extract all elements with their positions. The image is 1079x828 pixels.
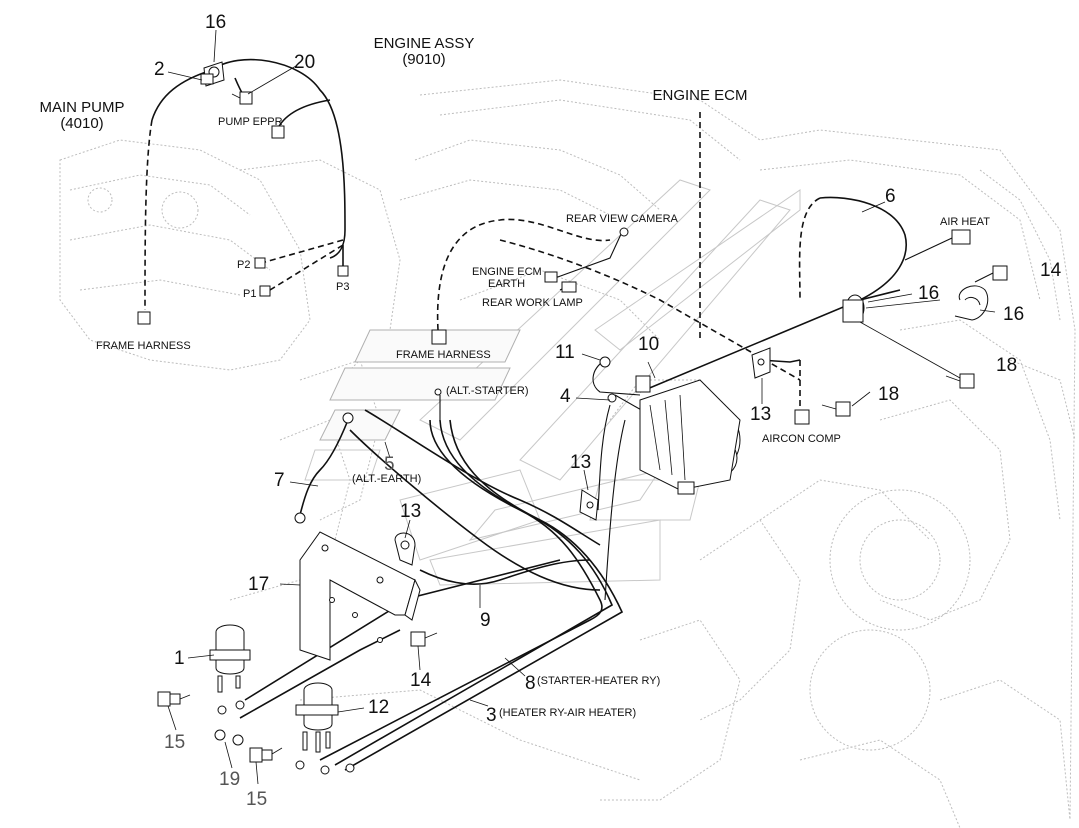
clamp-2 — [200, 73, 214, 85]
callout-20: 20 — [294, 52, 315, 73]
background-brackets — [304, 179, 801, 586]
bolt-20 — [231, 91, 253, 105]
callout-13-right: 13 — [750, 404, 771, 425]
wiring-lines — [144, 58, 953, 771]
main-pump-ghost-outline — [59, 139, 401, 371]
callout-3: 3 — [486, 705, 497, 726]
ring-terminal-7 — [294, 512, 306, 524]
callout-19: 19 — [219, 769, 240, 790]
callout-2: 2 — [154, 59, 165, 80]
rear-work-lamp-connector — [561, 281, 577, 293]
callout-1: 1 — [174, 648, 185, 669]
callout-16-harness: 16 — [918, 283, 939, 304]
frame-harness-label-left: FRAME HARNESS — [96, 340, 191, 352]
parts — [137, 61, 1008, 775]
main-pump-code: (4010) — [60, 115, 103, 132]
callout-10: 10 — [638, 334, 659, 355]
clamp-16-harness — [842, 294, 865, 323]
relay-12 — [295, 682, 355, 775]
engine-ecm-earth-connector — [544, 271, 558, 283]
callout-18-right: 18 — [996, 355, 1017, 376]
aircon-comp-connector — [794, 409, 810, 425]
callout-17: 17 — [248, 574, 269, 595]
clamp-13-left — [394, 532, 416, 566]
callout-12: 12 — [368, 697, 389, 718]
p1-connector — [259, 285, 271, 297]
ring-terminal-11 — [599, 356, 611, 368]
bolt-15-left — [157, 691, 191, 707]
pump-eppr-label: PUMP EPPR — [218, 116, 283, 128]
air-heat-connector — [951, 229, 971, 245]
frame-harness-connector-left — [137, 311, 151, 325]
clamp-13-mid — [579, 489, 599, 521]
callout-numbers: 1 2 3 4 5 6 7 8 9 10 11 12 13 13 13 14 1… — [154, 12, 1062, 810]
frame-harness-connector-mid — [431, 329, 447, 345]
main-pump-title: MAIN PUMP — [39, 99, 124, 116]
engine-ecm-earth-label-1: ENGINE ECM — [472, 266, 542, 278]
heater-ry-air-heater-label: (HEATER RY-AIR HEATER) — [499, 707, 636, 719]
callout-16-top: 16 — [205, 12, 226, 33]
callout-18-aircon: 18 — [878, 384, 899, 405]
callout-15-left: 15 — [164, 732, 185, 753]
callout-leaders — [167, 29, 996, 785]
callout-5: 5 — [384, 454, 395, 475]
callout-15-bottom: 15 — [246, 789, 267, 810]
starter-heater-ry-label: (STARTER-HEATER RY) — [537, 675, 660, 687]
callout-4: 4 — [560, 386, 571, 407]
callout-16-separate: 16 — [1003, 304, 1024, 325]
aircon-comp-label: AIRCON COMP — [762, 433, 841, 445]
frame-harness-label-mid: FRAME HARNESS — [396, 349, 491, 361]
rear-work-lamp-label: REAR WORK LAMP — [482, 297, 583, 309]
p3-label: P3 — [336, 281, 349, 293]
engine-assy-title: ENGINE ASSY — [374, 35, 475, 52]
relay-1 — [209, 624, 251, 715]
callout-14-top: 14 — [1040, 260, 1062, 281]
callout-7: 7 — [274, 470, 285, 491]
p2-label: P2 — [237, 259, 250, 271]
clamp-16-separate — [954, 285, 989, 321]
ring-terminal-alt-starter — [434, 388, 442, 396]
bolt-14-lower — [410, 631, 438, 647]
callout-8: 8 — [525, 673, 536, 694]
pump-eppr-connector — [271, 125, 285, 139]
bolt-18-right — [945, 373, 975, 389]
ring-terminal-5 — [342, 412, 354, 424]
alt-starter-label: (ALT.-STARTER) — [446, 385, 529, 397]
bolt-18-aircon — [821, 401, 851, 417]
callout-11: 11 — [555, 342, 575, 363]
ring-terminal-4 — [607, 393, 617, 403]
alt-earth-label: (ALT.-EARTH) — [352, 473, 421, 485]
assembly-labels: ENGINE ASSY (9010) MAIN PUMP (4010) ENGI… — [39, 35, 747, 132]
bracket-17 — [299, 531, 421, 661]
alternator-10 — [635, 375, 741, 495]
engine-assy-code: (9010) — [402, 51, 445, 68]
engine-ecm-label: ENGINE ECM — [652, 87, 747, 104]
rear-view-camera-label: REAR VIEW CAMERA — [566, 213, 679, 225]
callout-6: 6 — [885, 186, 896, 207]
air-heat-label: AIR HEAT — [940, 216, 990, 228]
nut-19 — [214, 729, 244, 746]
callout-14-lower: 14 — [410, 670, 432, 691]
callout-9: 9 — [480, 610, 491, 631]
p3-connector — [337, 265, 349, 277]
engine-ecm-earth-label-2: EARTH — [488, 278, 525, 290]
p2-connector — [254, 257, 266, 269]
rear-view-camera-terminal — [619, 227, 629, 237]
bolt-15-bottom — [249, 747, 283, 763]
clamp-13-right — [751, 347, 771, 379]
p1-label: P1 — [243, 288, 256, 300]
bolt-14-top — [974, 265, 1008, 283]
connector-labels: PUMP EPPR P2 P1 P3 FRAME HARNESS FRAME H… — [96, 116, 990, 719]
callout-13-mid: 13 — [570, 452, 591, 473]
callout-13-left: 13 — [400, 501, 421, 522]
